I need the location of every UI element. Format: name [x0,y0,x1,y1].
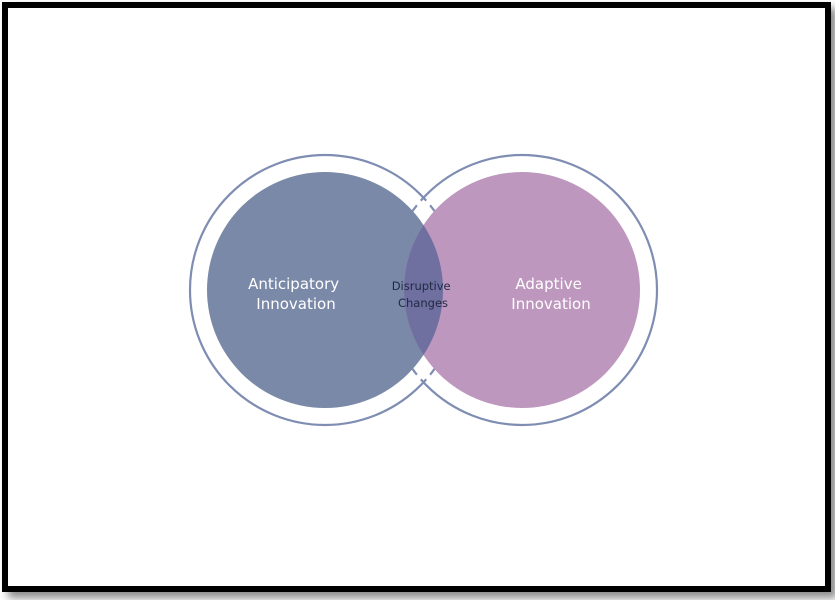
right-circle-label: Adaptive Innovation [511,275,590,313]
left-circle [207,172,443,408]
right-circle [404,172,640,408]
left-circle-label: Anticipatory Innovation [248,275,344,313]
overlap-label: Disruptive Changes [392,279,455,310]
